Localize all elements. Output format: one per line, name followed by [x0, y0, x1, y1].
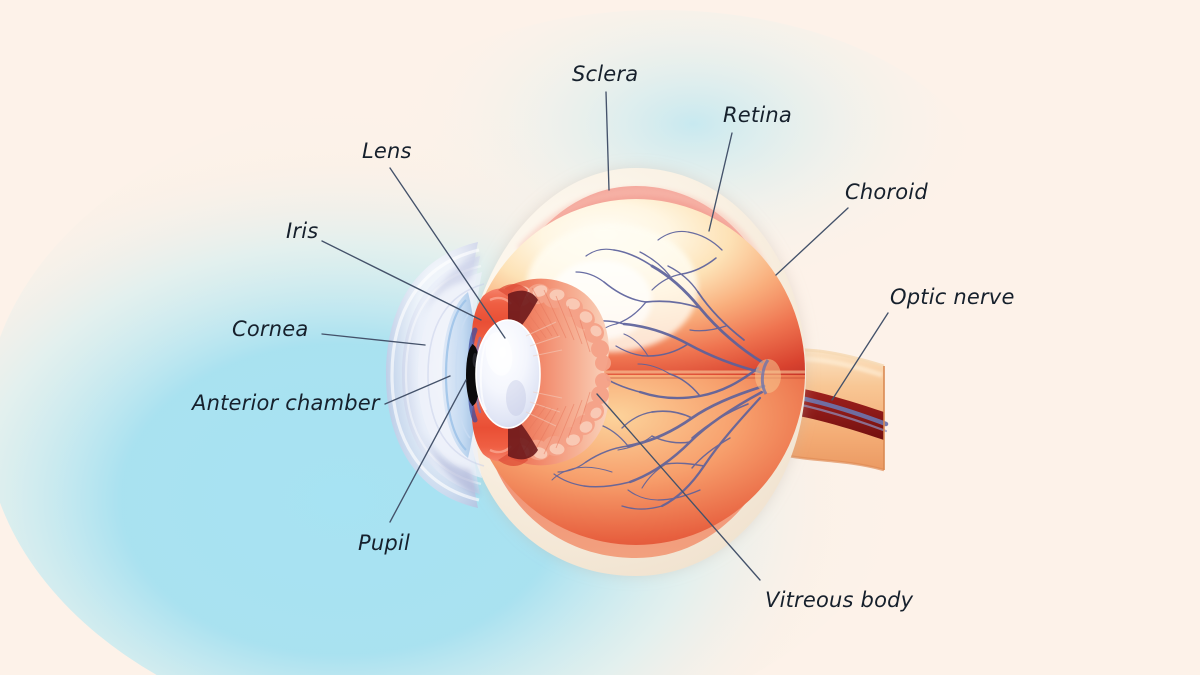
label-pupil: Pupil	[358, 531, 410, 555]
leader-line-sclera	[605, 91, 610, 191]
leader-line-vitreous-body	[596, 393, 761, 581]
label-optic-nerve: Optic nerve	[890, 285, 1015, 309]
label-retina: Retina	[723, 103, 792, 127]
label-sclera: Sclera	[572, 62, 639, 86]
label-choroid: Choroid	[845, 180, 928, 204]
retinal-blood-vessels-lower	[551, 384, 766, 510]
leader-line-choroid	[775, 207, 849, 276]
leader-line-iris	[321, 240, 482, 321]
label-vitreous-body: Vitreous body	[765, 588, 914, 612]
label-lens: Lens	[362, 139, 412, 163]
leader-line-pupil	[389, 379, 467, 523]
leader-line-retina	[708, 132, 733, 232]
label-iris: Iris	[286, 219, 319, 243]
leader-lines	[321, 91, 889, 581]
label-cornea: Cornea	[232, 317, 309, 341]
leader-line-anterior-chamber	[384, 375, 451, 405]
zonule-fibers	[525, 321, 563, 427]
leader-line-lens	[389, 167, 506, 339]
leader-line-optic-nerve	[831, 312, 889, 401]
label-anterior-chamber: Anterior chamber	[192, 391, 380, 415]
leader-line-cornea	[321, 333, 426, 346]
lens	[475, 319, 541, 429]
anterior-chamber	[442, 292, 477, 458]
